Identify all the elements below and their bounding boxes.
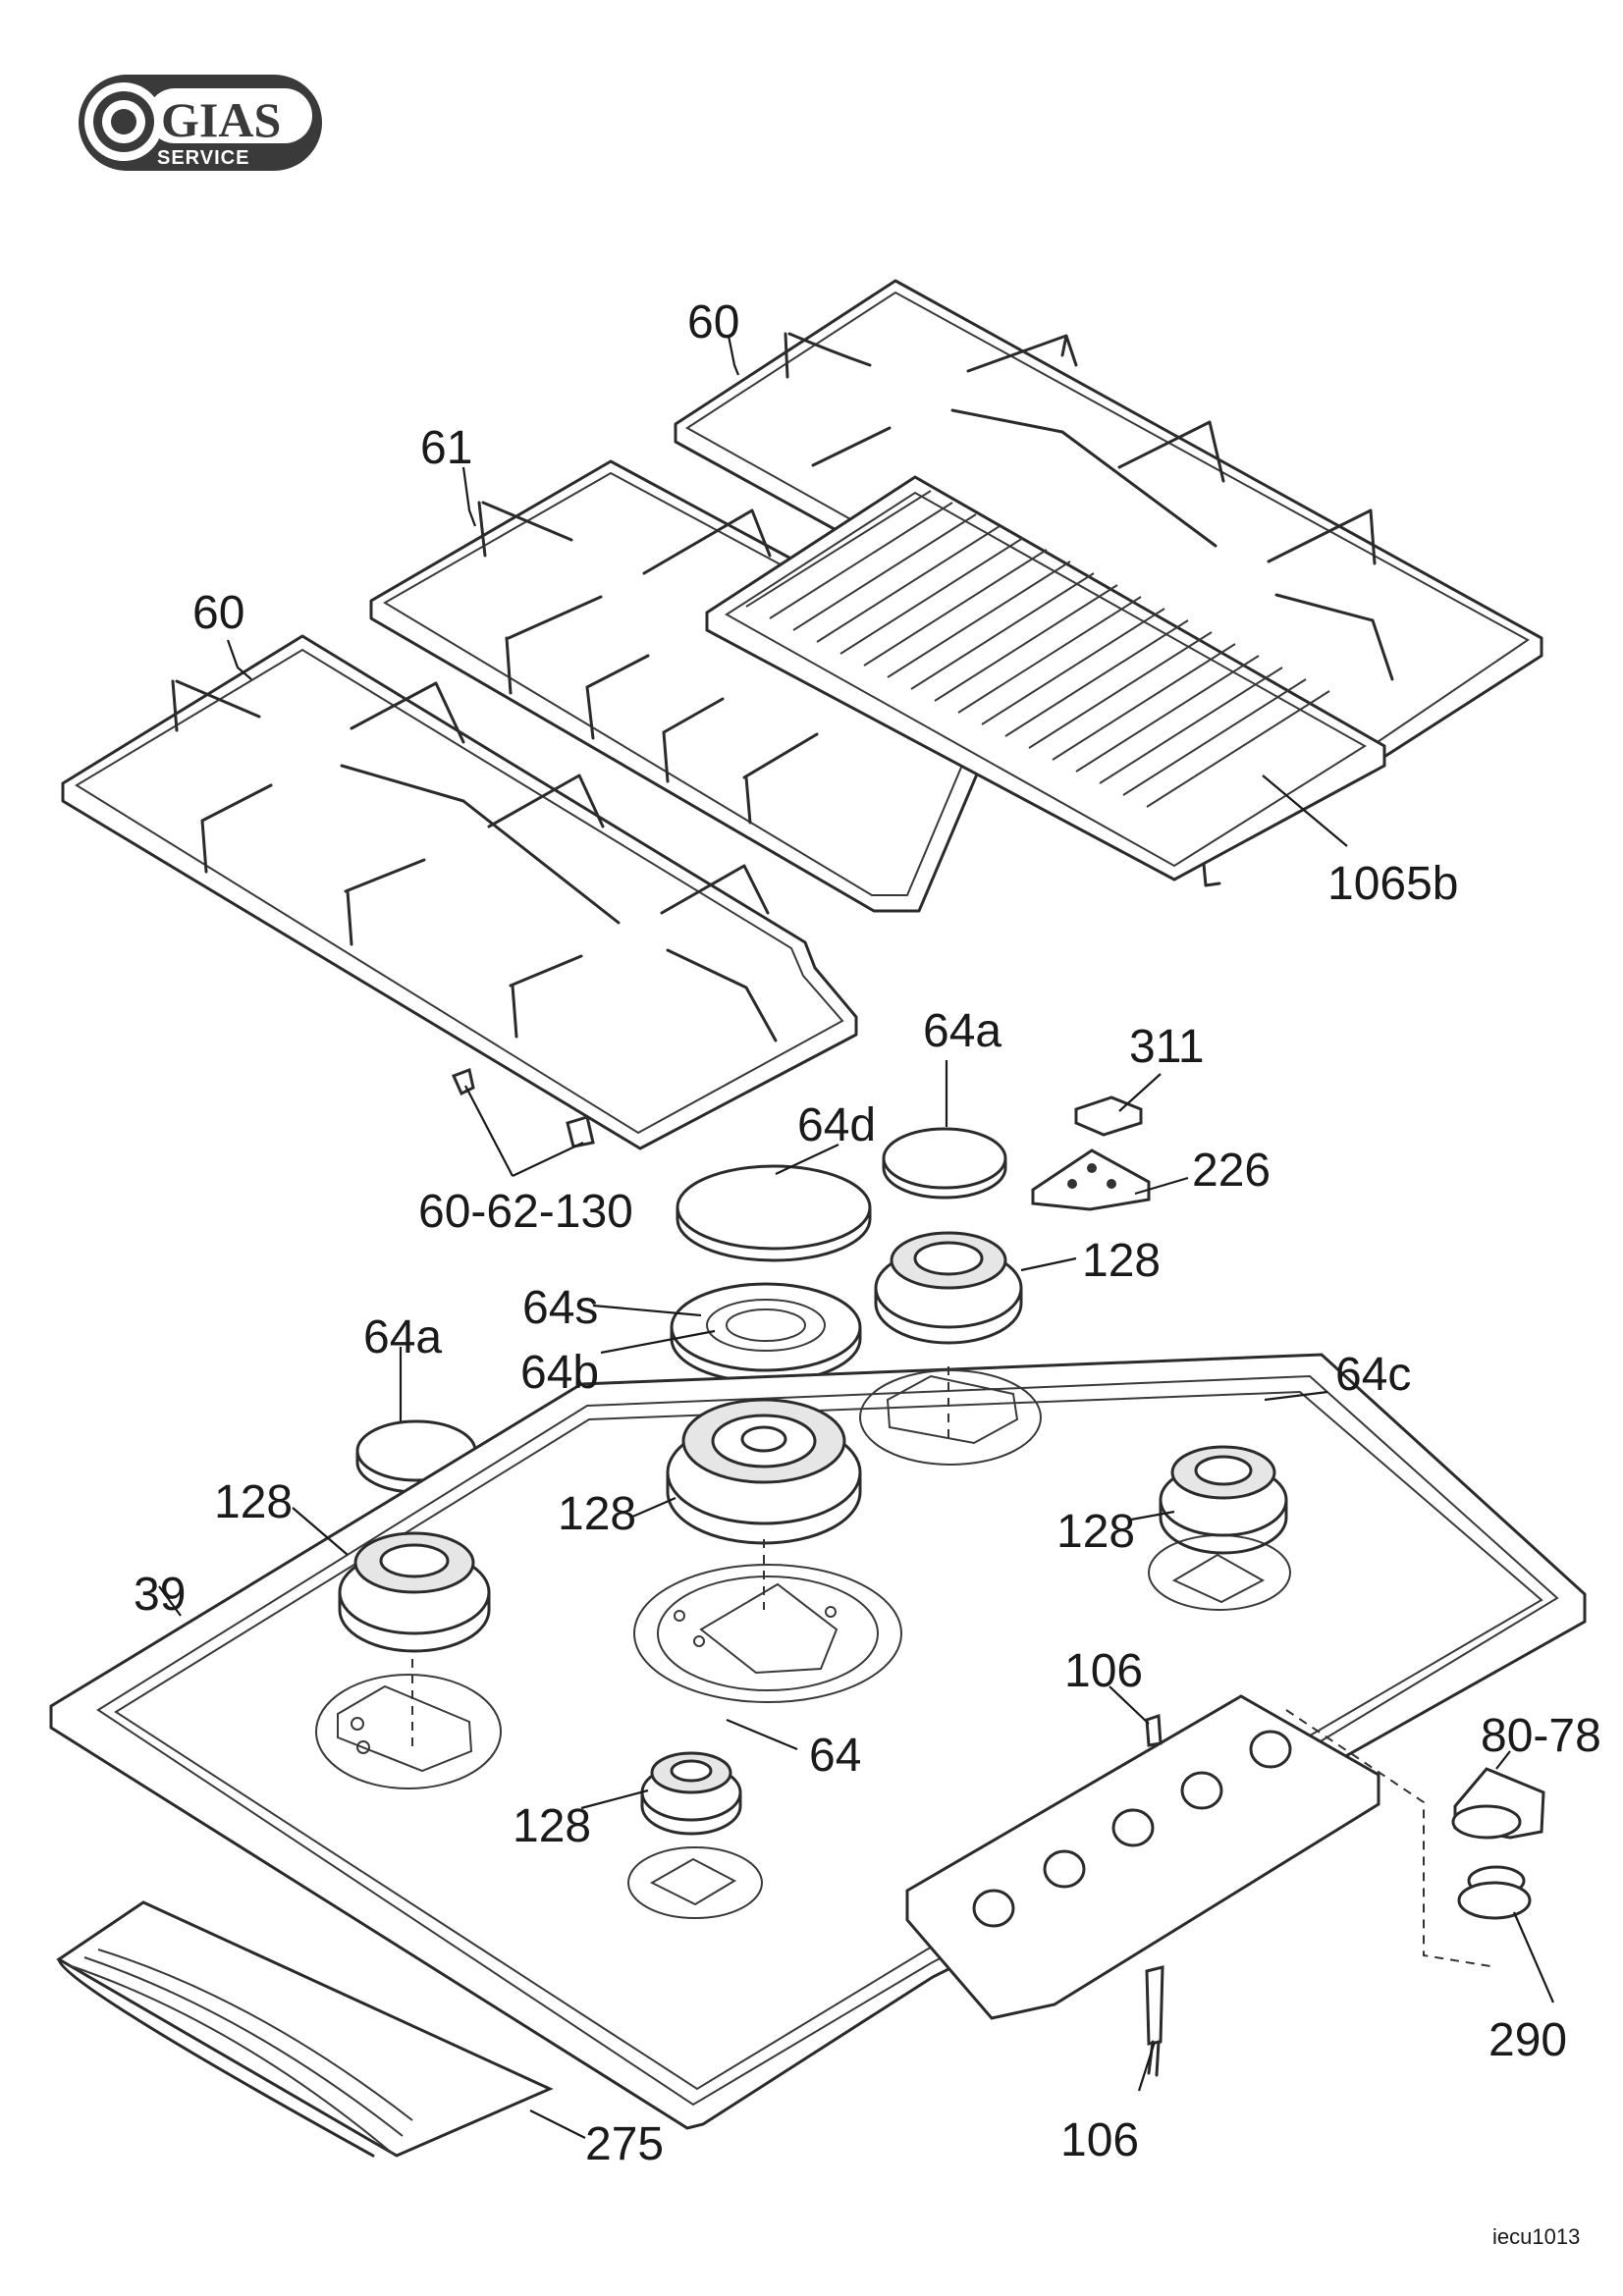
knob-seal <box>1457 1865 1532 1920</box>
leader-lines <box>158 335 1555 2139</box>
burner-seat-left <box>315 1674 502 1789</box>
label-griddle: 1065b <box>1327 858 1458 910</box>
label-cap-64: 64 <box>809 1730 861 1782</box>
label-cap-left: 64a <box>363 1311 442 1363</box>
logo-sub-text: SERVICE <box>157 147 249 169</box>
burner-128-top <box>874 1231 1023 1345</box>
part-labels: 60 61 60 1065b 64a 311 64d 226 60-62-130… <box>134 296 1601 2170</box>
burner-cap-64d <box>676 1164 872 1262</box>
label-burner-small: 128 <box>513 1800 591 1852</box>
burner-128-center <box>666 1398 862 1545</box>
label-grate-middle: 61 <box>420 422 472 474</box>
label-ring-64b: 64b <box>520 1347 599 1399</box>
label-cap-64c: 64c <box>1335 1349 1411 1401</box>
label-grate-right: 60 <box>687 296 739 348</box>
label-gasket: 275 <box>585 2118 664 2170</box>
label-spark-top: 106 <box>1064 1645 1143 1697</box>
burner-128-small <box>640 1751 742 1836</box>
logo-main-text: GIAS <box>161 92 281 147</box>
label-ring-64s: 64s <box>522 1282 598 1334</box>
label-thermocouple: 106 <box>1060 2114 1139 2166</box>
flame-spreader-ring <box>670 1282 862 1384</box>
label-feet: 60-62-130 <box>418 1186 633 1238</box>
burner-128-right <box>1159 1445 1288 1555</box>
label-burner-center: 128 <box>558 1488 636 1540</box>
burner-cap-64a-top <box>882 1127 1007 1200</box>
diagram-code: iecu1013 <box>1492 2224 1580 2249</box>
part-311 <box>1074 1095 1143 1137</box>
label-burner-left: 128 <box>214 1476 293 1528</box>
gasket-roll <box>56 1900 554 2158</box>
part-226 <box>1031 1148 1151 1211</box>
label-hob: 39 <box>134 1569 186 1621</box>
burner-128-left <box>338 1531 491 1653</box>
label-burner-right: 128 <box>1056 1506 1135 1558</box>
control-knob <box>1451 1767 1545 1840</box>
label-burner-top: 128 <box>1082 1235 1161 1287</box>
control-panel <box>905 1694 1380 2020</box>
label-knob: 80-78 <box>1481 1710 1601 1762</box>
label-cap-top: 64a <box>923 1005 1001 1057</box>
rubber-feet <box>451 1067 595 1148</box>
pan-support-middle <box>369 459 1013 913</box>
label-seal: 290 <box>1488 2014 1567 2066</box>
pan-support-left <box>61 634 858 1150</box>
burner-seat-small <box>627 1846 763 1919</box>
label-226: 226 <box>1192 1145 1271 1197</box>
label-grate-left: 60 <box>192 587 244 639</box>
burner-seat-top <box>859 1369 1042 1466</box>
spark-electrode <box>1145 1713 1163 1747</box>
label-311: 311 <box>1129 1021 1205 1073</box>
griddle-plate <box>705 475 1386 887</box>
label-cap-64d: 64d <box>797 1099 876 1151</box>
gias-service-logo: GIAS SERVICE <box>79 75 322 171</box>
